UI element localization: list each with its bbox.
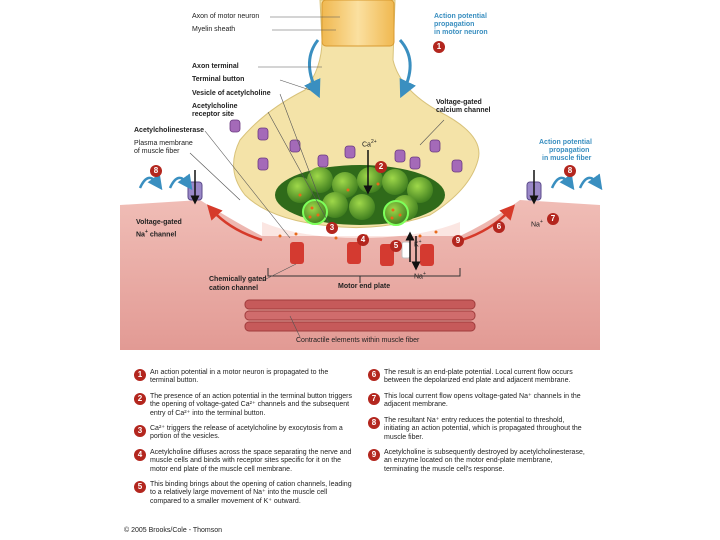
vesicle-fusing <box>383 200 409 226</box>
muscle-propagation-arrow <box>168 173 193 191</box>
step-text: The resultant Na⁺ entry reduces the pote… <box>384 417 582 441</box>
cation-channels <box>290 241 434 266</box>
diagram-badge-7: 7 <box>547 213 559 225</box>
vesicle <box>407 177 433 203</box>
diagram-badge-8-right: 8 <box>564 165 576 177</box>
k-ion-label: K+ <box>414 239 422 249</box>
motor-propagation-arrow <box>398 38 416 99</box>
chem-gated-label-2: cation channel <box>209 285 259 292</box>
vesicle <box>349 194 375 220</box>
step-badge: 1 <box>134 369 146 381</box>
receptor-label-1: Acetylcholine <box>192 103 238 110</box>
diagram-badge-6: 6 <box>493 221 505 233</box>
step-badge: 7 <box>368 393 380 405</box>
diagram-badge-3: 3 <box>326 222 338 234</box>
muscle-propagation-arrow <box>578 173 603 191</box>
myelin-label: Myelin sheath <box>192 26 236 33</box>
plasma-label-1: Plasma membrane <box>134 140 193 147</box>
diagram-badge-5: 5 <box>390 240 402 252</box>
step-text: This binding brings about the opening of… <box>150 481 352 505</box>
ap-motor-label-2: propagation <box>434 21 475 28</box>
vesicle <box>382 169 408 195</box>
chem-gated-label-1: Chemically gated <box>209 276 267 283</box>
step-badge: 3 <box>134 425 146 437</box>
diagram-badge-1: 1 <box>433 41 445 53</box>
diagram-badge-2: 2 <box>375 161 387 173</box>
diagram-badge-8-left: 8 <box>150 165 162 177</box>
end-plate-bracket <box>267 268 461 277</box>
step-text: The result is an end-plate potential. Lo… <box>384 369 573 385</box>
step-badge: 2 <box>134 393 146 405</box>
step-text: An action potential in a motor neuron is… <box>150 369 329 385</box>
na-channel-label-2: Na+ channel <box>136 229 177 239</box>
step-text: Acetylcholine is subsequently destroyed … <box>384 449 585 473</box>
vg-calcium-label-2: calcium channel <box>436 107 491 114</box>
myelin-sheath <box>321 0 395 47</box>
end-plate-label: Motor end plate <box>338 283 391 290</box>
na-ion-label-right: Na+ <box>531 219 543 229</box>
muscle-propagation-arrow <box>138 173 163 191</box>
ap-muscle-label-3: in muscle fiber <box>542 155 592 162</box>
contractile-elements <box>244 299 476 332</box>
vesicles <box>287 167 433 226</box>
ache-label: Acetylcholinesterase <box>134 127 205 134</box>
step-text: Ca²⁺ triggers the release of acetylcholi… <box>150 425 343 441</box>
step-badge: 4 <box>134 449 146 461</box>
vesicle-label: Vesicle of acetylcholine <box>192 90 271 97</box>
step-text: The presence of an action potential in t… <box>150 393 352 417</box>
vesicle <box>307 167 333 193</box>
current-flow-arrow <box>461 204 516 242</box>
motor-propagation-arrow <box>304 39 321 99</box>
muscle-fiber <box>120 200 600 350</box>
ap-motor-label-1: Action potential <box>434 13 487 20</box>
vesicle <box>287 177 313 203</box>
step-badge: 8 <box>368 417 380 429</box>
vesicle <box>322 192 348 218</box>
label-leaders <box>189 16 445 338</box>
calcium-ion-label: Ca2+ <box>362 139 377 149</box>
vesicle <box>332 172 358 198</box>
step-badge: 9 <box>368 449 380 461</box>
na-ion-label: Na+ <box>414 271 426 281</box>
acetylcholine-molecules <box>278 182 438 240</box>
vg-calcium-label-1: Voltage-gated <box>436 99 482 106</box>
vesicle-fusing <box>302 199 328 225</box>
step-text: This local current flow opens voltage-ga… <box>384 393 581 409</box>
muscle-propagation-arrow <box>550 173 575 191</box>
neuromuscular-junction-diagram <box>120 0 603 350</box>
na-channel-label-1: Voltage-gated <box>136 219 182 226</box>
axon-label: Axon of motor neuron <box>192 13 260 20</box>
diagram-badge-9: 9 <box>452 235 464 247</box>
terminal-button-label: Terminal button <box>192 76 245 83</box>
axon-terminal-label: Axon terminal <box>192 63 239 70</box>
step-badge: 6 <box>368 369 380 381</box>
ap-muscle-label-2: propagation <box>549 147 590 154</box>
ap-muscle-label-1: Action potential <box>539 139 592 146</box>
copyright-notice: © 2005 Brooks/Cole - Thomson <box>124 527 223 534</box>
ap-motor-label-3: in motor neuron <box>434 29 488 36</box>
contractile-label: Contractile elements within muscle fiber <box>296 337 420 344</box>
current-flow-arrow <box>206 204 263 242</box>
step-text: Acetylcholine diffuses across the space … <box>150 449 352 473</box>
step-badge: 5 <box>134 481 146 493</box>
plasma-label-2: of muscle fiber <box>134 148 180 155</box>
receptor-label-2: receptor site <box>192 111 235 118</box>
calcium-channels <box>229 119 463 173</box>
diagram-badge-4: 4 <box>357 234 369 246</box>
